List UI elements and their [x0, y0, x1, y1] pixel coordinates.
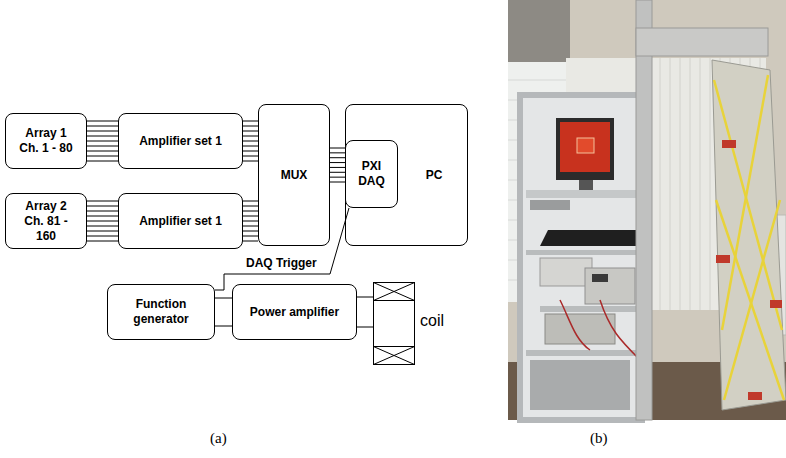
node-text: Amplifier set 1: [139, 134, 222, 149]
node-text: coil: [420, 311, 444, 331]
instrument-display: [592, 274, 608, 282]
rack-shelf: [526, 250, 636, 255]
gate-post: [636, 0, 652, 420]
rack-frame: [520, 95, 642, 420]
signal-wire: [243, 121, 258, 161]
cables: [560, 300, 640, 360]
signal-wire: [87, 201, 118, 241]
yellow-tape: [714, 75, 784, 400]
monitor-stand: [579, 180, 593, 190]
signal-wire: [87, 121, 118, 161]
amplifier-box: Amplifier set 1: [118, 193, 243, 249]
rack-lower: [530, 360, 630, 410]
instrument: [540, 258, 592, 286]
generator-box: Function generator: [107, 284, 215, 340]
node-text: PC: [401, 168, 467, 183]
gate-panel: [712, 60, 786, 410]
monitor-screen: [560, 122, 610, 172]
edge-label: DAQ Trigger: [246, 256, 317, 270]
node-text: Array 1 Ch. 1 - 80: [15, 126, 77, 156]
coil-winding: [374, 283, 415, 365]
mux-box: MUX: [258, 104, 330, 246]
node-text: Power amplifier: [250, 305, 339, 320]
screen-plot: [577, 138, 594, 153]
amplifier-box: Power amplifier: [232, 284, 357, 340]
amplifier-box: Amplifier set 1: [118, 113, 243, 169]
monitor: [556, 118, 614, 180]
panel-caption: (a): [210, 430, 227, 447]
rack-shelf: [526, 190, 636, 198]
wall-shadow: [508, 0, 570, 62]
gate-beam: [636, 28, 768, 56]
lab-photo: [508, 0, 786, 420]
signal-wire: [215, 208, 349, 290]
panel-caption: (b): [590, 430, 608, 447]
instrument: [585, 268, 635, 304]
node-text: MUX: [281, 168, 308, 183]
rack-back: [523, 98, 639, 420]
daq-box: PXI DAQ: [345, 140, 398, 208]
sensor-array: Array 2 Ch. 81 - 160: [5, 193, 87, 249]
rack-shelf: [526, 350, 636, 356]
node-text: Function generator: [116, 297, 206, 327]
clamps: [716, 140, 782, 400]
pc-box: PC PXI DAQ: [345, 104, 468, 246]
node-text: Array 2 Ch. 81 - 160: [15, 199, 77, 244]
mouse-pad: [530, 200, 570, 210]
node-text: PXI DAQ: [352, 159, 392, 189]
keyboard: [540, 230, 648, 246]
node-text: Amplifier set 1: [139, 214, 222, 229]
signal-wire: [357, 297, 373, 327]
signal-wire: [330, 148, 345, 182]
sensor-array: Array 1 Ch. 1 - 80: [5, 113, 87, 169]
rack-shelf: [540, 306, 636, 312]
wall: [508, 0, 786, 420]
signal-wire: [243, 201, 258, 241]
signal-wire: [215, 298, 232, 326]
coil: coil: [373, 282, 415, 365]
